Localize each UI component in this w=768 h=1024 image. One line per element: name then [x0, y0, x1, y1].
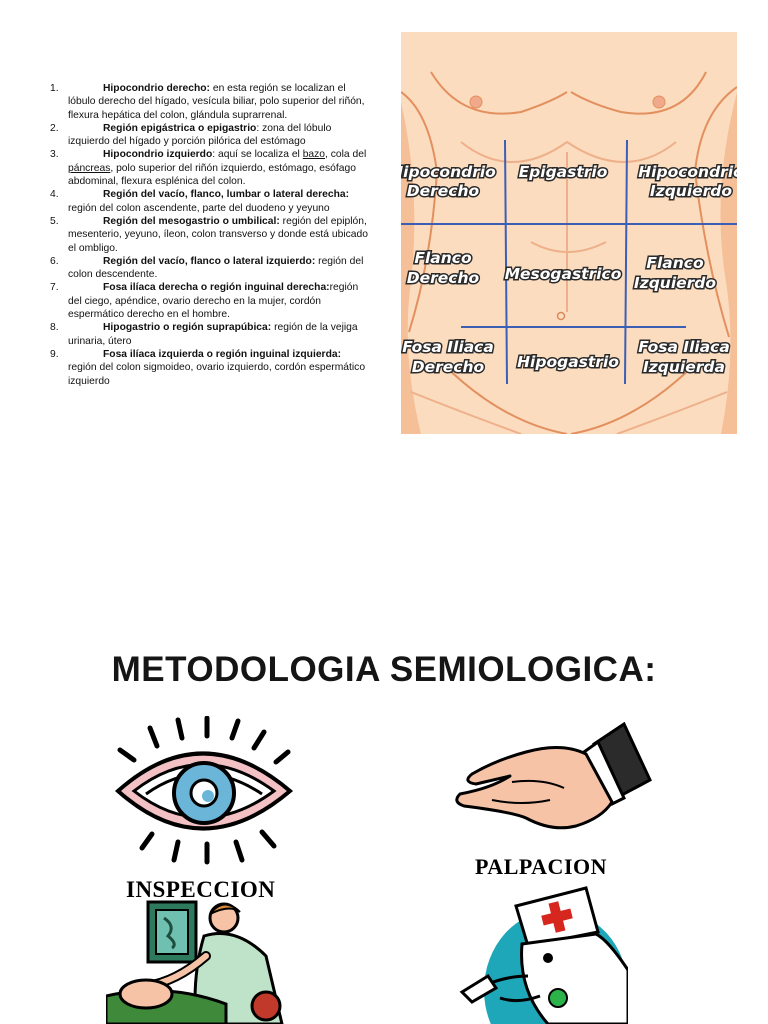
hand-icon: [455, 722, 652, 830]
label-hipogastrio: Hipogastrio: [517, 353, 619, 371]
methodology-title: METODOLOGIA SEMIOLOGICA:: [111, 650, 657, 689]
list-item: 2.Región epigástrica o epigastrio: zona …: [50, 122, 332, 148]
pancreas-link[interactable]: páncreas: [68, 162, 111, 174]
list-item: 3.Hipocondrio izquierdo: aquí se localiz…: [50, 149, 367, 188]
list-item: 7.Fosa ilíaca derecha o región inguinal …: [50, 282, 359, 321]
nurse-cpr-illustration: [106, 900, 284, 1024]
list-item: 9.Fosa ilíaca izquierda o región inguina…: [50, 348, 366, 387]
label-epigastrio: Epigastrio: [519, 163, 608, 181]
label-hipocondrio-derecho: HipocondrioDerecho: [401, 163, 496, 200]
list-item: 1.Hipocondrio derecho: en esta región se…: [50, 83, 365, 121]
inspection-label: INSPECCION: [126, 877, 276, 902]
palpation-label: PALPACION: [475, 854, 608, 879]
label-mesogastrico: Mesogastrico: [505, 265, 622, 283]
list-item: 5.Región del mesogastrio o umbilical: re…: [50, 215, 368, 254]
list-item: 4.Región del vacío, flanco, lumbar o lat…: [50, 189, 350, 214]
bazo-link[interactable]: bazo: [302, 149, 326, 161]
doctor-illustration: [459, 886, 628, 1024]
list-item: 6.Región del vacío, flanco o lateral izq…: [50, 255, 364, 281]
region-list: 1.Hipocondrio derecho: en esta región se…: [50, 82, 368, 388]
abdomen-diagram: HipocondrioDerecho Epigastrio Hipocondri…: [401, 32, 737, 434]
eye-icon: [114, 716, 294, 865]
region-grid: [401, 139, 737, 385]
list-item: 8.Hipogastrio o región suprapúbica: regi…: [50, 322, 358, 347]
